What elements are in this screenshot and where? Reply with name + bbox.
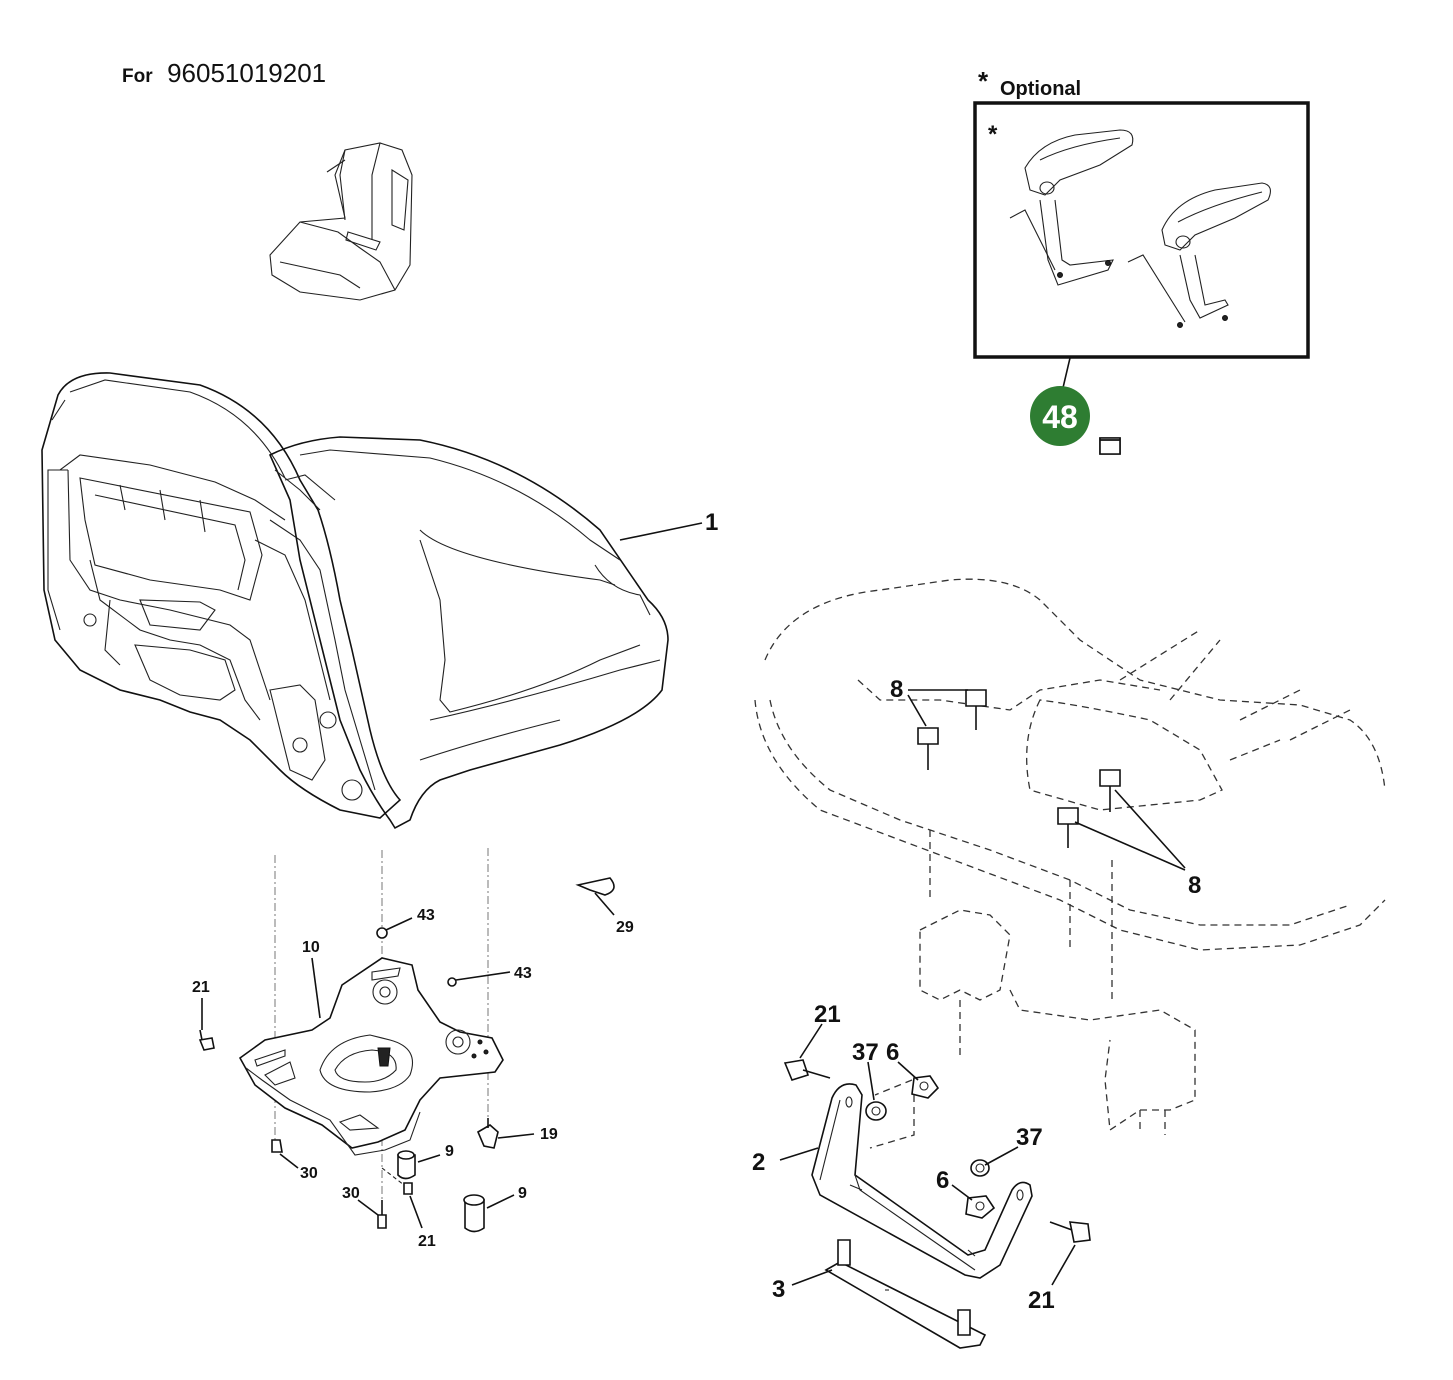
leader-line-43a — [385, 917, 413, 931]
leader-line-2 — [779, 1147, 819, 1161]
leader-line-1 — [619, 522, 703, 541]
part-label-43a: 43 — [417, 907, 435, 924]
part-label-21b: 21 — [418, 1233, 436, 1250]
leader-line-43b — [455, 971, 511, 981]
part-label-29: 29 — [616, 919, 634, 936]
seat-assembly — [41, 372, 669, 830]
optional-box-asterisk: * — [988, 121, 998, 148]
part-label-8a: 8 — [890, 676, 903, 703]
leader-line-9a — [417, 1154, 441, 1163]
part-label-30b: 30 — [342, 1185, 360, 1202]
part-label-1: 1 — [705, 509, 718, 536]
leader-line-6b — [951, 1184, 973, 1201]
part-label-43b: 43 — [514, 965, 532, 982]
part-label-3: 3 — [772, 1276, 785, 1303]
part-label-9a: 9 — [445, 1143, 454, 1160]
optional-box — [973, 101, 1310, 359]
part-label-8b: 8 — [1188, 872, 1201, 899]
leader-line-8a-2 — [907, 694, 927, 727]
for-label: For — [122, 66, 153, 87]
optional-label: Optional — [1000, 78, 1081, 100]
leader-line-8b-2 — [1074, 821, 1186, 871]
leader-line-30a — [279, 1153, 299, 1169]
seat-plate-assembly — [198, 848, 615, 1233]
leader-line-8b-1 — [1114, 789, 1186, 869]
armrest-right — [1127, 182, 1271, 328]
callout-48-text: 48 — [1042, 399, 1078, 435]
seat-thumbnail — [269, 142, 413, 301]
leader-line-19 — [497, 1133, 535, 1139]
leader-line-21b — [409, 1195, 423, 1229]
part-label-30a: 30 — [300, 1165, 318, 1182]
part-label-21d: 21 — [1028, 1287, 1055, 1314]
leader-line-10 — [311, 957, 321, 1019]
leader-line-9b — [486, 1194, 515, 1209]
part-label-37b: 37 — [1016, 1124, 1043, 1151]
leader-line-3 — [791, 1269, 833, 1286]
part-label-6b: 6 — [936, 1167, 949, 1194]
callout-48-circle — [1030, 386, 1090, 446]
leader-line-37a — [867, 1061, 875, 1101]
leader-line-6a — [897, 1061, 919, 1081]
part-label-21a: 21 — [192, 979, 210, 996]
frame-outline — [754, 578, 1386, 1135]
leader-line-21d — [1051, 1244, 1076, 1286]
optional-section: * Optional * 48 — [973, 66, 1310, 446]
bolts-8 — [917, 437, 1121, 848]
model-number: 96051019201 — [167, 58, 327, 88]
leader-line-29 — [594, 892, 615, 916]
diagram-header: For 96051019201 — [122, 58, 326, 89]
optional-asterisk: * — [978, 66, 989, 96]
leader-line-37b — [984, 1146, 1019, 1166]
part-label-2: 2 — [752, 1149, 765, 1176]
part-label-9b: 9 — [518, 1185, 527, 1202]
part-label-6a: 6 — [886, 1039, 899, 1066]
part-label-10: 10 — [302, 939, 320, 956]
part-label-19: 19 — [540, 1126, 558, 1143]
part-label-37a: 37 — [852, 1039, 879, 1066]
bracket-assembly — [783, 1059, 1091, 1349]
armrest-left — [1009, 129, 1134, 286]
part-label-21c: 21 — [814, 1001, 841, 1028]
leader-line-21c — [799, 1023, 823, 1059]
leader-line-30b — [357, 1199, 379, 1216]
